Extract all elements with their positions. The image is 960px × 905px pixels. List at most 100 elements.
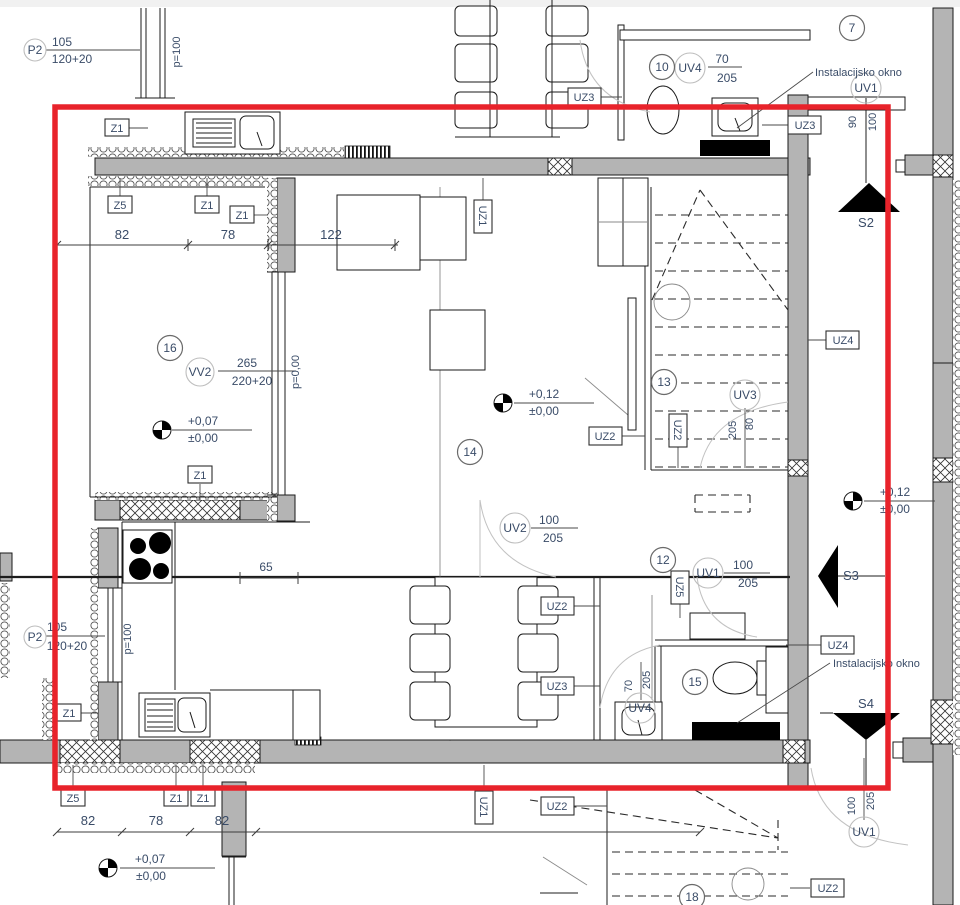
uv4-bot-num: 70 bbox=[623, 680, 635, 692]
svg-text:14: 14 bbox=[463, 445, 477, 459]
p2-top-num: 105 bbox=[52, 35, 72, 49]
level-007b: +0,07 bbox=[135, 852, 166, 866]
tag-uv3: UV3 bbox=[729, 379, 761, 411]
tag-z1-1: Z1 bbox=[104, 118, 130, 137]
uv1-top-num: 90 bbox=[847, 116, 859, 128]
uv1-mid-num: 100 bbox=[733, 558, 753, 572]
tag-uv1-top: UV1 bbox=[850, 72, 882, 104]
svg-text:UZ5: UZ5 bbox=[673, 577, 685, 598]
structural-walls bbox=[0, 7, 954, 905]
level-marker-right bbox=[843, 491, 863, 511]
note-inst-okno-bottom: Instalacijsko okno bbox=[833, 658, 920, 670]
dining-set-main bbox=[409, 576, 559, 728]
tag-uv1-mid: UV1 bbox=[692, 557, 724, 589]
level-marker-16 bbox=[152, 420, 172, 440]
svg-text:Z1: Z1 bbox=[201, 200, 214, 212]
svg-text:Z5: Z5 bbox=[114, 200, 127, 212]
tag-uv1-bottom: UV1 bbox=[848, 816, 880, 848]
svg-text:Z1: Z1 bbox=[63, 708, 76, 720]
dim-78: 78 bbox=[221, 227, 235, 242]
living-room-furniture bbox=[336, 177, 649, 431]
tag-uv2: UV2 bbox=[499, 512, 531, 544]
highlight-rectangle bbox=[52, 104, 891, 791]
room-15: 15 bbox=[681, 668, 709, 696]
kitchen-main bbox=[121, 521, 321, 741]
tag-vv2: VV2 bbox=[185, 357, 215, 387]
svg-text:UZ2: UZ2 bbox=[547, 601, 568, 613]
svg-text:UV1: UV1 bbox=[852, 825, 876, 839]
tag-p2-bottom: P2 bbox=[23, 625, 47, 649]
uv4-bot-den: 205 bbox=[641, 671, 653, 689]
top-margin bbox=[0, 0, 960, 7]
room-10: 10 bbox=[648, 53, 676, 81]
svg-text:UZ2: UZ2 bbox=[547, 801, 568, 813]
tag-z1-7: Z1 bbox=[190, 788, 216, 807]
uv3-num: 80 bbox=[744, 418, 756, 430]
svg-text:Z5: Z5 bbox=[67, 793, 80, 805]
section-s3-label: S3 bbox=[843, 568, 859, 583]
section-markers: S2 S3 S4 bbox=[818, 98, 900, 788]
vv2-den: 220+20 bbox=[232, 374, 273, 388]
svg-text:18: 18 bbox=[685, 890, 699, 904]
svg-text:10: 10 bbox=[655, 60, 669, 74]
section-s2-arrow bbox=[838, 183, 900, 212]
room-16: 16 bbox=[156, 334, 184, 362]
svg-text:P2: P2 bbox=[28, 43, 43, 57]
svg-text:16: 16 bbox=[163, 341, 177, 355]
svg-text:UZ2: UZ2 bbox=[818, 883, 839, 895]
uv1-bot-den: 205 bbox=[865, 792, 877, 810]
svg-text:UZ2: UZ2 bbox=[595, 431, 616, 443]
svg-text:UZ4: UZ4 bbox=[833, 335, 854, 347]
tag-z1-4: Z1 bbox=[187, 465, 213, 484]
installation-shaft-top bbox=[700, 140, 770, 156]
svg-text:15: 15 bbox=[688, 675, 702, 689]
svg-text:Z1: Z1 bbox=[194, 470, 207, 482]
svg-text:UZ4: UZ4 bbox=[828, 640, 849, 652]
svg-text:UV2: UV2 bbox=[503, 521, 527, 535]
uv4-top-num: 70 bbox=[715, 52, 729, 66]
p100-top: p=100 bbox=[171, 37, 183, 68]
tag-uz2-4: UZ2 bbox=[810, 878, 845, 898]
tag-z1-3: Z1 bbox=[229, 205, 255, 224]
dining-set-top bbox=[454, 0, 589, 138]
tag-z5-1: Z5 bbox=[107, 195, 133, 214]
svg-text:Z1: Z1 bbox=[111, 123, 124, 135]
p000-mid: p=0,00 bbox=[290, 355, 302, 389]
svg-text:UZ2: UZ2 bbox=[671, 420, 683, 441]
svg-text:UV4: UV4 bbox=[628, 701, 652, 715]
installation-shaft-bottom bbox=[692, 722, 780, 740]
level-000: ±0,00 bbox=[188, 431, 218, 445]
svg-text:VV2: VV2 bbox=[189, 365, 212, 379]
level-marker-14 bbox=[493, 393, 513, 413]
dim-122: 122 bbox=[320, 227, 342, 242]
tag-z1-2: Z1 bbox=[194, 195, 220, 214]
vv2-num: 265 bbox=[237, 356, 257, 370]
tag-uz3-3: UZ3 bbox=[540, 676, 575, 696]
tag-uz2-1: UZ2 bbox=[588, 426, 623, 446]
tag-uz2-2: UZ2 bbox=[540, 596, 575, 616]
svg-text:UV1: UV1 bbox=[696, 566, 720, 580]
dim-65: 65 bbox=[259, 560, 273, 574]
uv2-den: 205 bbox=[543, 531, 563, 545]
tag-uz2-3: UZ2 bbox=[540, 796, 575, 816]
section-s4-arrow bbox=[833, 713, 900, 740]
p2-top-den: 120+20 bbox=[52, 52, 93, 66]
tag-z1-6: Z1 bbox=[163, 788, 189, 807]
svg-text:UV4: UV4 bbox=[678, 61, 702, 75]
svg-text:UZ3: UZ3 bbox=[574, 92, 595, 104]
svg-text:UZ1: UZ1 bbox=[476, 206, 488, 227]
uv1-mid-den: 205 bbox=[738, 576, 758, 590]
circle-tags: P2 P2 VV2 UV4 UV1 UV3 UV2 UV1 UV4 UV1 bbox=[23, 38, 882, 848]
svg-text:13: 13 bbox=[657, 375, 671, 389]
svg-text:Z1: Z1 bbox=[197, 793, 210, 805]
level-marker-bottom bbox=[98, 858, 118, 878]
section-s4-label: S4 bbox=[858, 696, 874, 711]
uv3-den: 205 bbox=[727, 421, 739, 439]
tag-p2-top: P2 bbox=[23, 38, 47, 62]
svg-text:P2: P2 bbox=[28, 630, 43, 644]
dim-82c: 82 bbox=[215, 813, 229, 828]
door-arcs bbox=[479, 39, 909, 846]
room-numbers: 7 10 16 13 14 12 15 18 bbox=[156, 14, 866, 905]
